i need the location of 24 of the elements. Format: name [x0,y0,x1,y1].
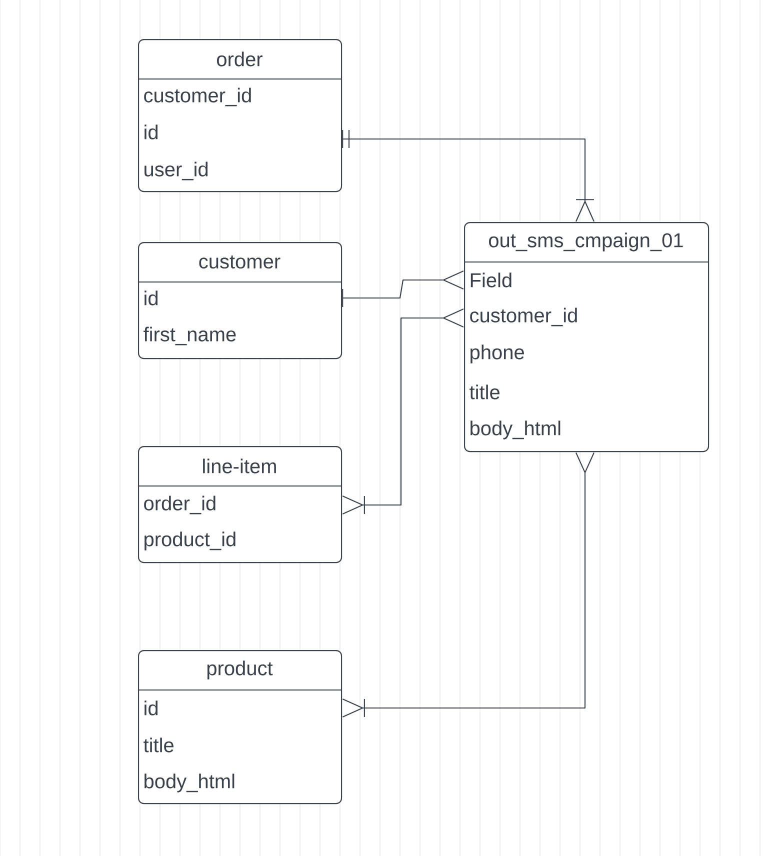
table-header: order [217,52,262,66]
field-name: product_id [144,532,236,550]
field-name: first_name [144,326,236,346]
table-header: line-item [203,458,276,474]
field-name: title [144,738,174,752]
field-name: body_html [470,420,560,440]
field-name: phone [470,344,524,364]
field-name: customer_id [144,88,251,106]
relationship-line [342,270,464,307]
field-name: id [144,290,158,306]
field-name: customer_id [470,308,577,326]
field-name: Field [470,272,512,288]
table-header: product [207,660,273,680]
field-name: title [470,384,500,400]
relationship-line [342,452,594,718]
relationship-line [342,308,464,514]
table-header: out_sms_cmpaign_01 [489,232,683,252]
field-name: body_html [144,774,234,792]
relationship-line [342,130,594,222]
field-name: order_id [144,496,216,514]
field-name: id [144,700,158,716]
field-name: user_id [144,162,208,180]
table-header: customer [199,255,280,269]
field-name: id [144,124,158,140]
